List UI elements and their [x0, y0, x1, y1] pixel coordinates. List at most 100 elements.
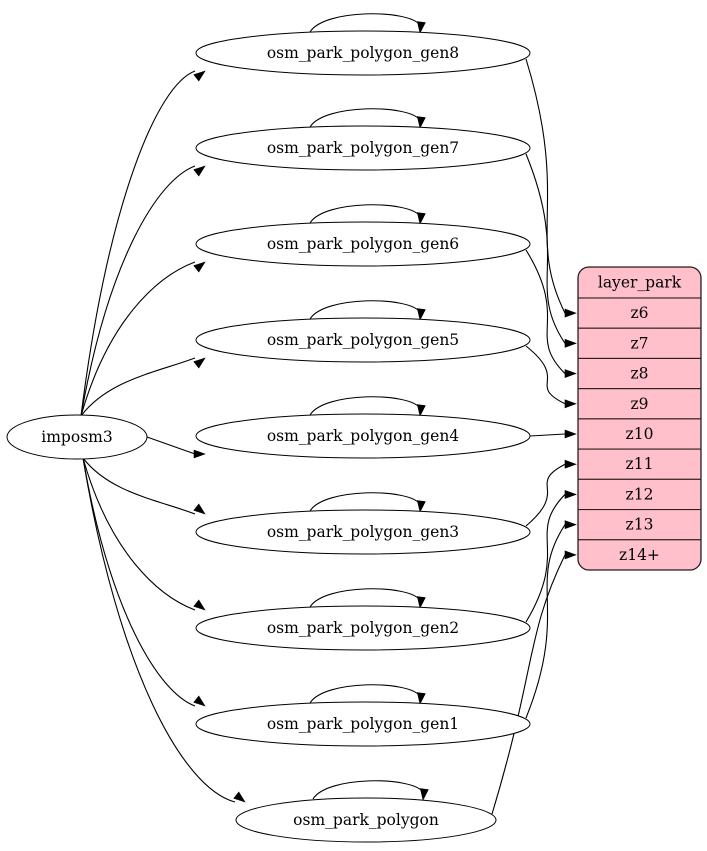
arrowhead-imposm3-to-gen6 — [193, 261, 206, 273]
self-loop-edge-gen4 — [309, 396, 421, 416]
arrowhead-gen3-to-z11 — [564, 459, 577, 469]
edge-gen7-to-z7 — [525, 153, 566, 344]
table-row-z14plus[interactable] — [578, 539, 701, 570]
arrowhead-gen1-to-z13 — [564, 520, 577, 530]
arrowhead-gen4-to-z10 — [564, 429, 577, 439]
table-row-label-z11: z11 — [626, 455, 654, 473]
node-gen6[interactable]: osm_park_polygon_gen6 — [195, 221, 531, 267]
node-gen2-label: osm_park_polygon_gen2 — [267, 619, 459, 637]
self-loop-arrowhead-gen3 — [416, 500, 426, 513]
table-outline — [577, 266, 702, 571]
edge-imposm3-to-gen1 — [82, 457, 196, 707]
edge-imposm3-to-gen2 — [82, 457, 196, 611]
table-row-label-z12: z12 — [626, 485, 654, 503]
table-row-z8[interactable] — [578, 357, 701, 390]
node-gen5-label: osm_park_polygon_gen5 — [267, 331, 459, 349]
self-loop-arrowhead-gen6 — [416, 212, 426, 225]
table-row-label-z8: z8 — [630, 365, 648, 383]
arrowhead-gen8-to-z6 — [564, 308, 577, 318]
self-loop-edge-gen2 — [309, 588, 421, 608]
arrowhead-imposm3-to-gen3 — [193, 503, 206, 515]
self-loop-edge-base — [312, 780, 424, 800]
table-node-layer: layer_park z6 z7 z8 z9 z10 z11 z12 z13 z14+ — [577, 266, 702, 571]
edge-imposm3-to-gen7 — [80, 165, 196, 417]
node-gen4-label: osm_park_polygon_gen4 — [267, 427, 459, 445]
edge-gen2-to-z12 — [525, 494, 566, 623]
table-row-label-z14plus: z14+ — [619, 546, 660, 564]
self-loop-arrowhead-gen7 — [416, 116, 426, 129]
node-gen6-label: osm_park_polygon_gen6 — [267, 235, 459, 253]
edge-imposm3-to-gen4 — [146, 436, 196, 455]
arrowhead-imposm3-to-gen2 — [193, 599, 206, 611]
table-row-label-z6: z6 — [630, 304, 648, 322]
edge-base-to-z14plus — [491, 554, 566, 815]
node-gen3-shape — [195, 509, 531, 555]
node-gen7[interactable]: osm_park_polygon_gen7 — [195, 125, 531, 171]
self-loop-edge-gen5 — [309, 300, 421, 320]
self-loop-edge-gen6 — [309, 204, 421, 224]
node-imposm3-label: imposm3 — [41, 428, 112, 446]
edges-layer — [80, 13, 577, 815]
node-gen6-shape — [195, 221, 531, 267]
node-gen2[interactable]: osm_park_polygon_gen2 — [195, 605, 531, 651]
arrowhead-gen7-to-z7 — [564, 338, 577, 348]
table-row-z11[interactable] — [578, 448, 701, 480]
self-loop-arrowhead-gen4 — [416, 404, 426, 417]
edge-imposm3-to-gen5 — [80, 357, 196, 417]
arrowhead-imposm3-to-gen7 — [193, 165, 206, 177]
edge-gen4-to-z10 — [529, 433, 566, 437]
node-gen7-shape — [195, 125, 531, 171]
node-gen7-label: osm_park_polygon_gen7 — [267, 139, 459, 157]
node-gen1-shape — [195, 701, 531, 747]
node-gen8[interactable]: osm_park_polygon_gen8 — [195, 30, 531, 76]
self-loop-arrowhead-gen5 — [416, 308, 426, 321]
edge-imposm3-to-gen3 — [82, 457, 196, 515]
arrowhead-imposm3-to-gen4 — [193, 449, 206, 459]
arrowhead-gen6-to-z8 — [564, 369, 577, 378]
arrowhead-imposm3-to-gen1 — [193, 695, 206, 707]
arrowhead-imposm3-to-base — [233, 791, 246, 803]
self-loop-arrowhead-base — [419, 788, 429, 801]
node-gen5-shape — [195, 317, 531, 363]
table-row-z10[interactable] — [578, 418, 701, 450]
node-gen3-label: osm_park_polygon_gen3 — [267, 523, 459, 541]
arrowhead-imposm3-to-gen8 — [193, 70, 206, 82]
edge-gen3-to-z11 — [525, 463, 566, 527]
node-gen4[interactable]: osm_park_polygon_gen4 — [195, 413, 531, 459]
table-row-z6[interactable] — [578, 297, 701, 329]
table-row-label-z10: z10 — [626, 425, 654, 443]
layer-park-table[interactable]: layer_park z6 z7 z8 z9 z10 z11 z12 z13 z14+ — [578, 267, 701, 570]
self-loop-arrowhead-gen2 — [416, 596, 426, 609]
node-base-label: osm_park_polygon — [293, 811, 439, 829]
node-gen4-shape — [195, 413, 531, 459]
node-gen1[interactable]: osm_park_polygon_gen1 — [195, 701, 531, 747]
self-loop-arrowhead-gen1 — [416, 692, 426, 705]
edge-imposm3-to-gen6 — [80, 261, 196, 417]
table-header-label: layer_park — [598, 274, 682, 292]
table-row-label-z9: z9 — [630, 395, 648, 413]
node-base[interactable]: osm_park_polygon — [235, 797, 497, 843]
self-loop-arrowhead-gen8 — [416, 21, 426, 34]
edge-gen5-to-z9 — [525, 345, 566, 405]
node-gen1-label: osm_park_polygon_gen1 — [267, 715, 459, 733]
edge-gen8-to-z6 — [525, 58, 566, 314]
self-loop-edge-gen7 — [309, 108, 421, 128]
edge-gen6-to-z8 — [525, 249, 566, 374]
node-gen8-label: osm_park_polygon_gen8 — [267, 44, 459, 62]
table-row-label-z13: z13 — [626, 516, 654, 534]
node-gen2-shape — [195, 605, 531, 651]
node-imposm3[interactable]: imposm3 — [6, 414, 148, 460]
arrowhead-gen5-to-z9 — [564, 399, 577, 409]
edge-gen1-to-z13 — [525, 524, 566, 719]
node-imposm3-shape — [6, 414, 148, 460]
self-loop-edge-gen8 — [309, 13, 421, 33]
edge-imposm3-to-gen8 — [80, 70, 196, 417]
arrowhead-imposm3-to-gen5 — [193, 357, 206, 369]
table-row-z7[interactable] — [578, 327, 701, 359]
node-gen3[interactable]: osm_park_polygon_gen3 — [195, 509, 531, 555]
self-loop-edge-gen3 — [309, 492, 421, 512]
arrowhead-gen2-to-z12 — [564, 490, 577, 499]
node-gen5[interactable]: osm_park_polygon_gen5 — [195, 317, 531, 363]
table-row-label-z7: z7 — [630, 334, 648, 352]
